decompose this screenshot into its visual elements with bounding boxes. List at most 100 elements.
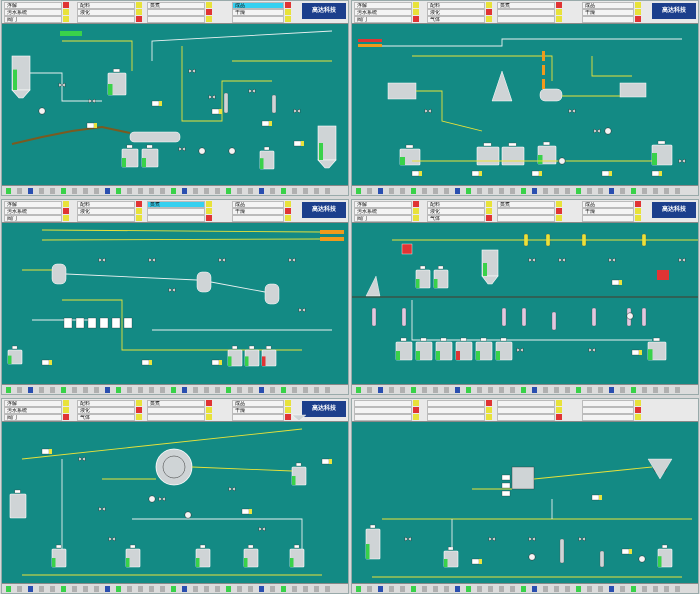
footer-button[interactable]	[598, 188, 603, 194]
nav-button[interactable]: 蒸煮	[497, 2, 555, 9]
footer-button[interactable]	[28, 586, 33, 592]
footer-button[interactable]	[6, 188, 11, 194]
valve-icon[interactable]	[58, 82, 66, 88]
instrument-readout[interactable]	[471, 558, 480, 565]
valve-bank[interactable]	[542, 65, 545, 75]
footer-button[interactable]	[653, 387, 658, 393]
footer-button[interactable]	[620, 387, 625, 393]
valve-icon[interactable]	[218, 257, 226, 263]
footer-button[interactable]	[171, 586, 176, 592]
footer-button[interactable]	[50, 586, 55, 592]
mixer-drum[interactable]	[539, 88, 563, 102]
nav-button[interactable]: 阀门	[4, 16, 62, 23]
footer-button[interactable]	[204, 188, 209, 194]
footer-button[interactable]	[28, 387, 33, 393]
footer-button[interactable]	[609, 387, 614, 393]
footer-button[interactable]	[116, 188, 121, 194]
footer-button[interactable]	[17, 586, 22, 592]
footer-button[interactable]	[226, 387, 231, 393]
footer-button[interactable]	[554, 188, 559, 194]
nav-button[interactable]: 配料	[77, 400, 135, 407]
footer-button[interactable]	[675, 586, 680, 592]
instrument-readout[interactable]	[211, 359, 220, 366]
pump-icon[interactable]	[184, 511, 192, 519]
nav-button[interactable]	[232, 414, 284, 421]
valve-icon[interactable]	[258, 526, 266, 532]
footer-button[interactable]	[292, 387, 297, 393]
footer-button[interactable]	[171, 387, 176, 393]
footer-button[interactable]	[248, 586, 253, 592]
instrument-readout[interactable]	[211, 108, 220, 115]
nav-button[interactable]: 干燥	[582, 208, 634, 215]
footer-button[interactable]	[281, 387, 286, 393]
footer-button[interactable]	[292, 188, 297, 194]
footer-button[interactable]	[444, 188, 449, 194]
footer-button[interactable]	[127, 188, 132, 194]
footer-button[interactable]	[598, 387, 603, 393]
valve-icon[interactable]	[528, 536, 536, 542]
nav-button[interactable]: 成品	[582, 2, 634, 9]
footer-button[interactable]	[631, 387, 636, 393]
footer-button[interactable]	[270, 586, 275, 592]
footer-button[interactable]	[72, 586, 77, 592]
footer-button[interactable]	[149, 387, 154, 393]
alarm-box[interactable]	[401, 243, 413, 255]
motor-unit[interactable]	[619, 82, 647, 98]
cyclone-column[interactable]	[223, 92, 229, 114]
footer-button[interactable]	[631, 586, 636, 592]
storage-tank[interactable]	[9, 493, 27, 519]
nav-button[interactable]: 配料	[427, 201, 485, 208]
rotary-dryer[interactable]	[129, 131, 181, 143]
pump-icon[interactable]	[38, 107, 46, 115]
cyclone-column[interactable]	[371, 307, 377, 327]
valve-icon[interactable]	[488, 536, 496, 542]
nav-button[interactable]: 液化	[77, 9, 135, 16]
footer-button[interactable]	[270, 188, 275, 194]
nav-button[interactable]	[497, 16, 555, 23]
instrument-readout[interactable]	[611, 279, 620, 286]
instrument-readout[interactable]	[531, 170, 540, 177]
valve-icon[interactable]	[568, 108, 576, 114]
pump-icon[interactable]	[148, 495, 156, 503]
nav-button[interactable]: 液化	[427, 208, 485, 215]
nav-button[interactable]: 配料	[77, 2, 135, 9]
footer-button[interactable]	[127, 586, 132, 592]
valve-icon[interactable]	[293, 108, 301, 114]
nav-button[interactable]: 污水系统	[354, 9, 412, 16]
footer-button[interactable]	[389, 387, 394, 393]
instrument-readout[interactable]	[651, 170, 660, 177]
footer-button[interactable]	[455, 188, 460, 194]
footer-button[interactable]	[314, 387, 319, 393]
footer-button[interactable]	[237, 188, 242, 194]
footer-button[interactable]	[411, 586, 416, 592]
footer-button[interactable]	[6, 586, 11, 592]
footer-button[interactable]	[477, 387, 482, 393]
cooker-vessel[interactable]	[264, 283, 280, 305]
footer-button[interactable]	[204, 387, 209, 393]
valve-icon[interactable]	[288, 257, 296, 263]
footer-button[interactable]	[259, 188, 264, 194]
nav-button[interactable]: 浮解	[4, 2, 62, 9]
instrument-readout[interactable]	[86, 122, 95, 129]
instrument-readout[interactable]	[621, 548, 630, 555]
footer-button[interactable]	[6, 387, 11, 393]
footer-button[interactable]	[653, 188, 658, 194]
nav-button[interactable]: 气体	[427, 16, 485, 23]
dosing-pump-bank[interactable]	[87, 317, 97, 329]
footer-button[interactable]	[105, 586, 110, 592]
footer-button[interactable]	[61, 188, 66, 194]
nav-button[interactable]	[497, 407, 555, 414]
footer-button[interactable]	[193, 188, 198, 194]
footer-button[interactable]	[83, 188, 88, 194]
footer-button[interactable]	[160, 387, 165, 393]
valve-bank[interactable]	[542, 79, 545, 89]
nav-button[interactable]: 浮解	[4, 400, 62, 407]
nav-button[interactable]	[497, 414, 555, 421]
footer-button[interactable]	[609, 188, 614, 194]
hopper[interactable]	[291, 414, 307, 422]
footer-button[interactable]	[466, 586, 471, 592]
cyclone-column[interactable]	[271, 94, 277, 114]
footer-button[interactable]	[521, 387, 526, 393]
footer-button[interactable]	[61, 387, 66, 393]
footer-button[interactable]	[292, 586, 297, 592]
